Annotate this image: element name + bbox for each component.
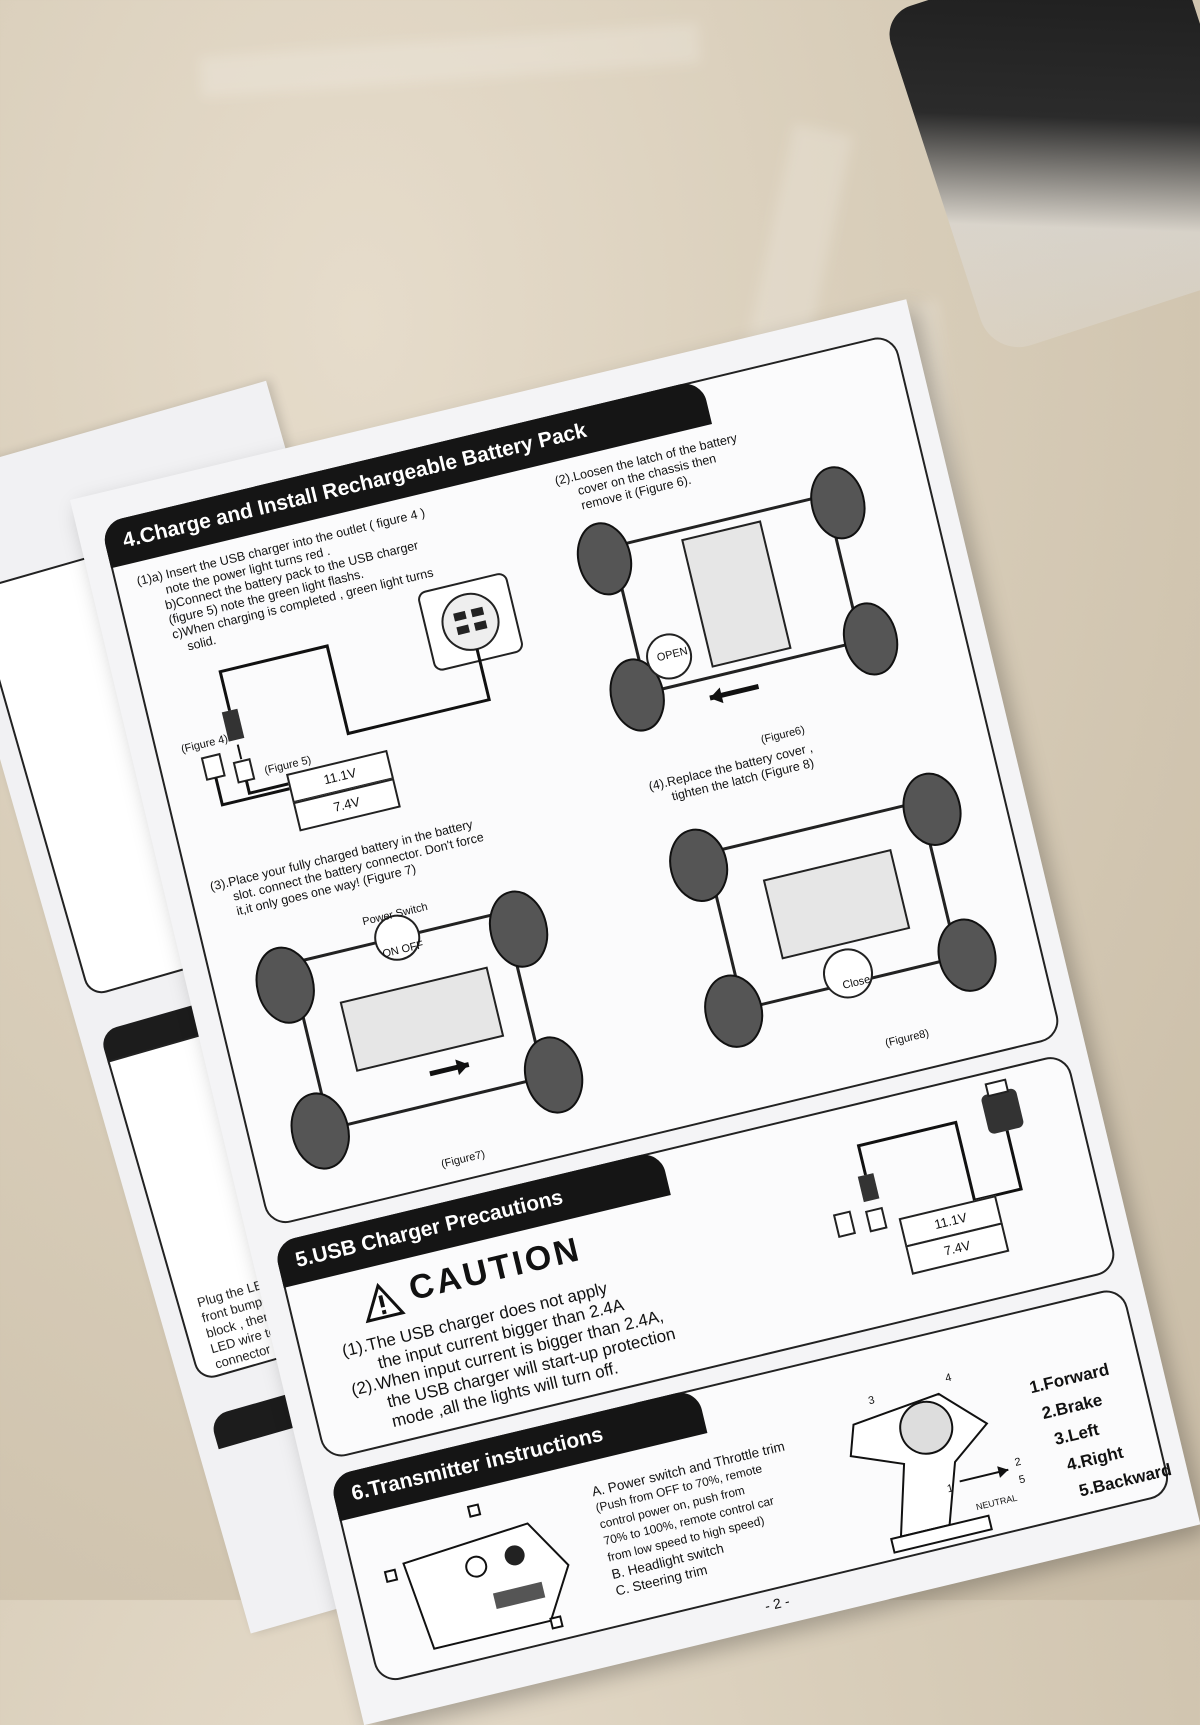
charger-diagram [200, 573, 523, 807]
transmitter-diagram [849, 1392, 1009, 1554]
legend-right: 4.Right [1064, 1442, 1126, 1475]
section-charge-battery: 4.Charge and Install Rechargeable Batter… [100, 333, 1063, 1228]
usb-charger-diagram [832, 1078, 1024, 1238]
warning-icon [365, 1282, 406, 1324]
fabric-fold [199, 22, 701, 98]
legend-brake: 2.Brake [1039, 1390, 1105, 1424]
car-figure6 [576, 466, 899, 732]
car-figure8 [669, 772, 997, 1048]
transmitter-text: A. Power switch and Throttle trim (Push … [590, 1438, 810, 1600]
legend-left: 3.Left [1052, 1419, 1101, 1449]
car-figure7 [255, 890, 584, 1170]
transmitter-closeup [383, 1503, 570, 1650]
step4-text: (4).Replace the battery cover , tighten … [647, 740, 816, 804]
figure8-label: (Figure8) [884, 1027, 931, 1050]
section-usb-precautions: 5.USB Charger Precautions CAUTION (1).Th… [273, 1052, 1119, 1461]
manual-page: 4.Charge and Install Rechargeable Batter… [70, 299, 1200, 1725]
